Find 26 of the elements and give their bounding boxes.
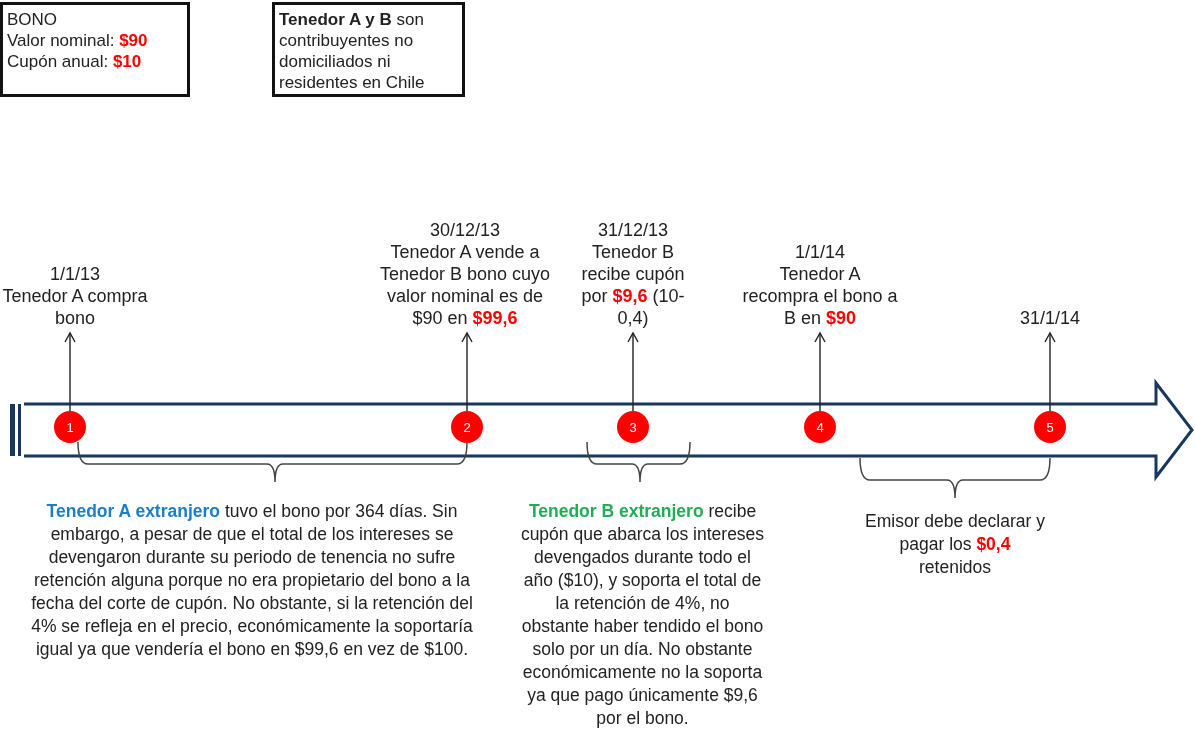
arrow <box>627 332 639 412</box>
event-text: Tenedor A compra bono <box>1 285 149 329</box>
arrow <box>814 332 826 412</box>
numbered-circle: 5 <box>1034 411 1066 443</box>
numbered-circle: 4 <box>804 411 836 443</box>
event-label: 31/1/14 <box>990 270 1110 333</box>
info-text: BONO <box>7 9 59 30</box>
event-text: Tenedor A recompra el bono a B en $90 <box>741 263 899 329</box>
event-text: Tenedor A vende a Tenedor B bono cuyo valor nominal es de $90 en $99,6 <box>378 241 552 329</box>
event-text: Tenedor B recibe cupón por $9,6 (10-0,4) <box>580 241 686 329</box>
description-text: Emisor debe declarar y pagar los $0,4 retenidos <box>865 510 1045 610</box>
info-text: Valor nominal: $90 <box>7 30 149 51</box>
date-text: 1/1/14 <box>793 241 846 263</box>
date-text: 30/12/13 <box>428 219 502 241</box>
arrow <box>64 332 76 412</box>
date-text: 31/12/13 <box>596 219 670 241</box>
info-text: Cupón anual: $10 <box>7 51 143 72</box>
description-text: Tenedor B extranjero recibe cupón que abarca los intereses devengados durante todo el año ($10), y soporta el total de la retención de 4%, no obstante haber tendido el bono solo por un día. No obstante económicamente no la soporta ya que pago únicamente $9,6 por el bono. <box>520 500 765 751</box>
arrow <box>1044 332 1056 412</box>
note-box: Tenedor A y B son contribuyentes no domiciliados ni residentes en Chile <box>272 2 465 97</box>
numbered-circle: 2 <box>451 411 483 443</box>
numbered-circle: 1 <box>54 411 86 443</box>
description-text: Tenedor A extranjero tuvo el bono por 364 días. Sin embargo, a pesar de que el total de los intereses se devengaron durante su periodo de tenencia no sufre retención alguna porque no era propietario del bono a la fecha del corte de cupón. No obstante, si la retención del 4% se refleja en el precio, económicamente la soportaría igual ya que vendería el bono en $99,6 en vez de $100. <box>22 500 482 730</box>
arrow <box>461 332 473 412</box>
numbered-circle: 3 <box>617 411 649 443</box>
date-text: 1/1/13 <box>48 263 101 285</box>
